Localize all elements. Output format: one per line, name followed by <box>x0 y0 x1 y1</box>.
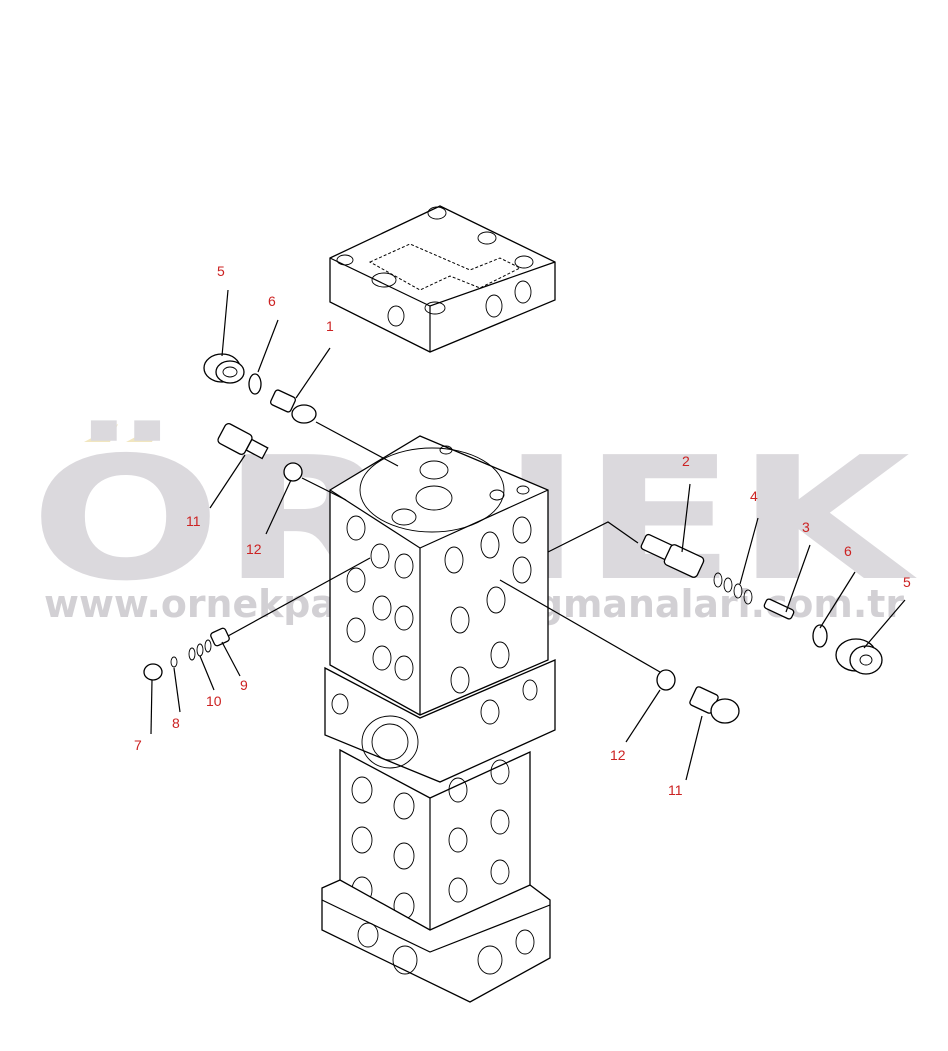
callout-5-left: 5 <box>217 263 225 279</box>
callout-12-right: 12 <box>610 747 626 763</box>
callout-8: 8 <box>172 715 180 731</box>
part-valve-11-right <box>689 686 740 724</box>
callout-5-right: 5 <box>903 574 911 590</box>
callout-9: 9 <box>240 677 248 693</box>
part-poppet-3 <box>763 598 795 620</box>
callout-1: 1 <box>326 318 334 334</box>
assembly-lines <box>227 421 661 673</box>
callout-4: 4 <box>750 488 758 504</box>
valve-body-stack <box>321 435 556 1003</box>
callout-11-right: 11 <box>668 782 683 798</box>
callouts: 5 6 1 11 12 2 4 3 6 5 9 10 8 7 12 11 <box>134 263 911 798</box>
leader-lines <box>150 289 906 781</box>
part-valve-2 <box>640 533 705 578</box>
part-valve-11-left <box>217 423 269 460</box>
part-spring-4 <box>713 572 753 605</box>
parts <box>143 353 883 724</box>
callout-6-right: 6 <box>844 543 852 559</box>
watermark-umlaut-right <box>126 424 160 442</box>
callout-3: 3 <box>802 519 810 535</box>
callout-12-left: 12 <box>246 541 262 557</box>
part-oring-6-left <box>248 373 262 395</box>
part-plug-5-left <box>203 353 245 384</box>
part-ring-8 <box>170 656 178 668</box>
part-valve-1 <box>269 389 317 424</box>
callout-2: 2 <box>682 453 690 469</box>
callout-6-left: 6 <box>268 293 276 309</box>
part-oring-12-right <box>656 669 676 691</box>
part-poppet-9 <box>210 627 230 647</box>
valve-cover-plate <box>329 205 556 353</box>
part-oring-12-left <box>283 462 303 482</box>
part-plug-7 <box>143 663 163 681</box>
callout-11-left: 11 <box>186 513 201 529</box>
part-plug-5-right <box>835 638 883 675</box>
callout-10: 10 <box>206 693 222 709</box>
callout-7: 7 <box>134 737 142 753</box>
part-oring-6-right <box>812 624 828 648</box>
watermark-umlaut-left <box>84 424 118 442</box>
